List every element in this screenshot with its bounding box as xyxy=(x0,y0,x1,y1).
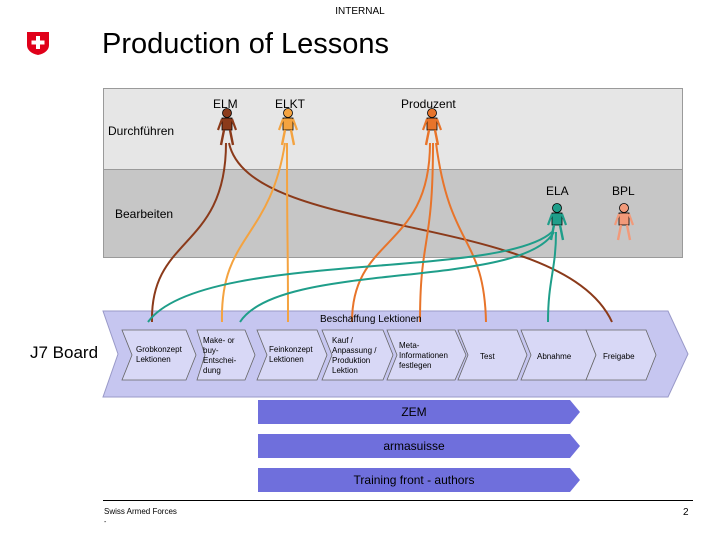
link-produzent-test xyxy=(435,142,487,323)
role-produzent: Produzent xyxy=(401,97,456,111)
role-elm: ELM xyxy=(213,97,238,111)
link-produzent-step5 xyxy=(419,142,434,323)
step-shape-8 xyxy=(585,329,657,381)
step-chevrons xyxy=(121,329,657,381)
role-elkt: ELKT xyxy=(275,97,306,111)
process-owner: J7 Board xyxy=(30,343,99,362)
role-connections xyxy=(147,142,613,323)
link-elkt-step2 xyxy=(220,142,286,323)
step-shape-6 xyxy=(457,329,528,381)
bar-training-front: Training front - authors xyxy=(353,473,475,487)
bar-zem: ZEM xyxy=(401,405,427,419)
link-produzent-step4 xyxy=(351,142,431,323)
person-produzent-icon xyxy=(421,107,443,147)
link-elm-freigabe xyxy=(228,142,613,323)
step-test: Test xyxy=(480,352,495,361)
step-shape-2 xyxy=(196,329,256,381)
bar-shape-authors xyxy=(258,468,580,492)
footer-divider xyxy=(103,500,693,501)
person-bpl-icon xyxy=(613,202,635,242)
page-number: 2 xyxy=(683,507,689,518)
band-durchfuehren xyxy=(103,88,683,170)
step-shape-1 xyxy=(121,329,197,381)
page-title: Production of Lessons xyxy=(102,28,389,60)
step-shape-4 xyxy=(321,329,394,381)
link-elkt-step3 xyxy=(286,142,289,323)
step-meta-informationen: Meta- Informationen festlegen xyxy=(399,341,448,370)
bar-armasuisse: armasuisse xyxy=(383,439,445,453)
band-bearbeiten xyxy=(103,170,683,258)
step-shape-5 xyxy=(386,329,467,381)
footer-organization: Swiss Armed Forces xyxy=(104,507,177,516)
step-make-or-buy: Make- or buy- Entschei- dung xyxy=(203,336,237,375)
step-grobkonzept: Grobkonzept Lektionen xyxy=(136,345,182,364)
step-abnahme: Abnahme xyxy=(537,352,572,361)
bar-shape-armasuisse xyxy=(258,434,580,458)
person-elm-icon xyxy=(216,107,238,147)
link-elm-step1 xyxy=(150,142,227,323)
link-ela-step1 xyxy=(147,231,553,323)
person-elkt-icon xyxy=(277,107,299,147)
role-bpl: BPL xyxy=(612,184,635,198)
classification-label: INTERNAL xyxy=(335,6,385,17)
band-label-bearbeiten: Bearbeiten xyxy=(115,207,174,221)
link-ela-step2 xyxy=(239,231,555,323)
step-shape-3 xyxy=(256,329,328,381)
swiss-flag-icon xyxy=(27,32,49,55)
step-kauf-anpassung: Kauf / Anpassung / Produktion Lektion xyxy=(332,336,377,375)
bar-shape-zem xyxy=(258,400,580,424)
link-ela-abnahme xyxy=(547,231,557,323)
band-label-durchfuehren: Durchführen xyxy=(108,124,175,138)
role-ela: ELA xyxy=(546,184,569,198)
footer-mark: - xyxy=(104,519,107,526)
process-label: Beschaffung Lektionen xyxy=(320,314,422,325)
step-freigabe: Freigabe xyxy=(603,352,635,361)
step-feinkonzept: Feinkonzept Lektionen xyxy=(269,345,313,364)
person-ela-icon xyxy=(546,202,568,242)
